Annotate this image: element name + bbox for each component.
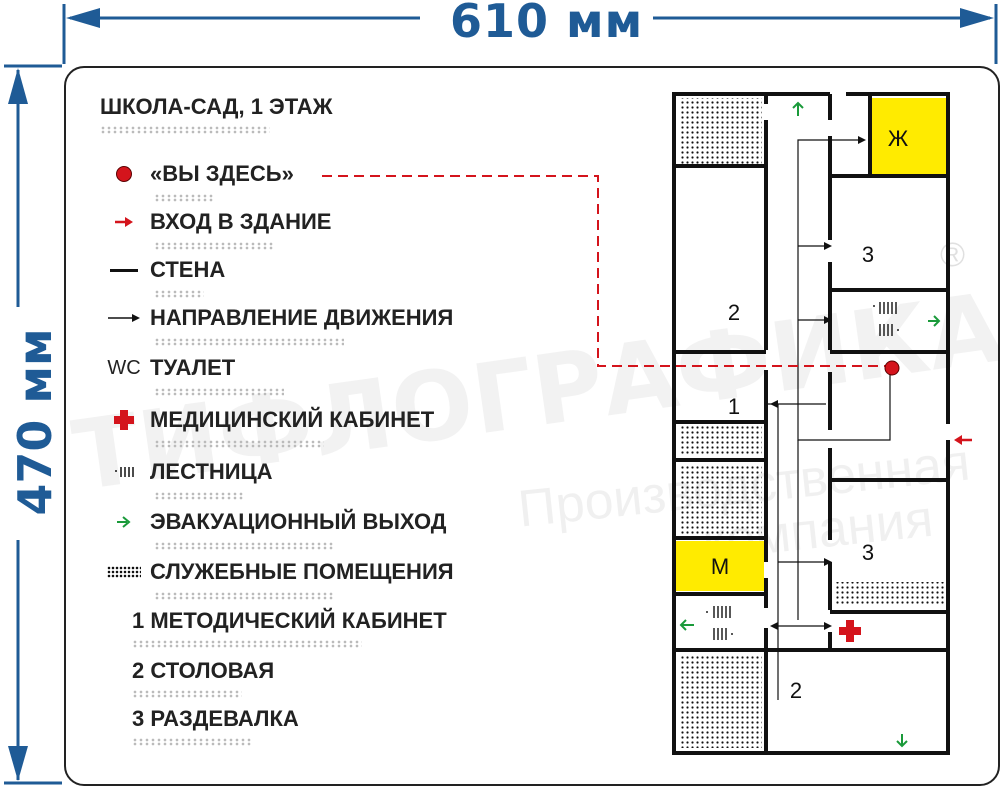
legend-item-direction: НАПРАВЛЕНИЕ ДВИЖЕНИЯ [98, 298, 453, 338]
braille-legend [154, 290, 204, 298]
service-room-top-left [680, 98, 762, 164]
legend-label: НАПРАВЛЕНИЕ ДВИЖЕНИЯ [150, 305, 454, 330]
evacuation-arrow-icon [98, 516, 150, 528]
legend-label: ВХОД В ЗДАНИЕ [150, 209, 332, 234]
legend-item-entrance: ВХОД В ЗДАНИЕ [98, 202, 331, 242]
legend-label: «ВЫ ЗДЕСЬ» [150, 161, 294, 186]
wall-line-icon [98, 268, 150, 272]
room-3-bottom-label: 3 [862, 540, 874, 565]
legend-label: СЛУЖЕБНЫЕ ПОМЕЩЕНИЯ [150, 559, 454, 584]
stairs [706, 302, 899, 640]
braille-legend [154, 242, 274, 250]
legend-item-service-rooms: СЛУЖЕБНЫЕ ПОМЕЩЕНИЯ [98, 552, 454, 592]
evacuation-exits [679, 101, 941, 748]
entrance-arrow-icon [98, 216, 150, 228]
service-room-left-1 [680, 426, 762, 454]
toilet-male-label: М [711, 554, 729, 579]
braille-title [100, 126, 270, 134]
braille-room-key [132, 640, 362, 648]
toilet-female-fill [872, 98, 946, 174]
braille-legend [154, 440, 324, 448]
medical-cross [839, 620, 861, 642]
room-key-3: 3 РАЗДЕВАЛКА [132, 706, 299, 731]
toilet-female-label: Ж [888, 126, 909, 151]
sign-plate [64, 66, 1000, 786]
legend-item-wall: СТЕНА [98, 250, 225, 290]
toilet-male-fill [676, 541, 764, 591]
room-2-left-label: 2 [728, 300, 740, 325]
direction-arrowheads [770, 136, 866, 630]
red-cross-icon [98, 409, 150, 431]
you-are-here-leader [322, 175, 888, 367]
you-are-here-marker [884, 360, 900, 376]
legend-label: ЭВАКУАЦИОННЫЙ ВЫХОД [150, 509, 447, 534]
entrance-arrow [954, 435, 972, 445]
legend-item-medical: МЕДИЦИНСКИЙ КАБИНЕТ [98, 400, 434, 440]
room-1-label: 1 [728, 394, 740, 419]
you-are-here-icon [98, 166, 150, 182]
legend-label: МЕДИЦИНСКИЙ КАБИНЕТ [150, 407, 435, 432]
service-room-right [834, 582, 946, 606]
braille-legend [154, 194, 214, 202]
service-room-bottom-left [680, 656, 762, 748]
room-key-1: 1 МЕТОДИЧЕСКИЙ КАБИНЕТ [132, 608, 447, 633]
braille-legend [154, 592, 334, 600]
legend-item-evacuation: ЭВАКУАЦИОННЫЙ ВЫХОД [98, 502, 446, 542]
braille-legend [154, 492, 244, 500]
braille-legend [154, 338, 344, 346]
room-3-top-label: 3 [862, 242, 874, 267]
plan-title: ШКОЛА-САД, 1 ЭТАЖ [100, 94, 333, 119]
legend-label: ЛЕСТНИЦА [150, 459, 273, 484]
direction-arrow-icon [98, 312, 150, 324]
room-2-bottom-label: 2 [790, 678, 802, 703]
room-key-2: 2 СТОЛОВАЯ [132, 658, 275, 683]
legend-label: СТЕНА [150, 257, 226, 282]
stairs-icon [98, 465, 150, 479]
braille-legend [154, 542, 334, 550]
service-room-left-2 [680, 464, 762, 536]
braille-legend [154, 388, 284, 396]
width-dimension: 610 мм [440, 0, 654, 48]
braille-room-key [132, 738, 252, 746]
legend-item-stairs: ЛЕСТНИЦА [98, 452, 273, 492]
legend-label: ТУАЛЕТ [150, 355, 236, 380]
legend-item-you-are-here: «ВЫ ЗДЕСЬ» [98, 154, 294, 194]
legend-item-toilet: WC ТУАЛЕТ [98, 348, 235, 388]
braille-room-key [132, 690, 242, 698]
registered-mark: ® [940, 236, 966, 274]
wc-icon: WC [107, 356, 141, 379]
dotted-pattern-icon [98, 566, 150, 578]
walls [672, 92, 950, 755]
